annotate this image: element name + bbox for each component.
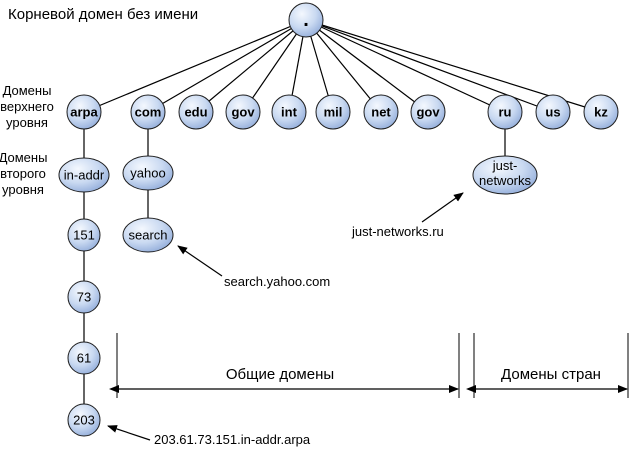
node-search-label: search (128, 228, 167, 243)
annotation-yahoo-text: search.yahoo.com (224, 274, 330, 289)
node-gov-second-label: gov (416, 105, 440, 120)
node-73-label: 73 (77, 290, 91, 305)
node-mil-label: mil (324, 105, 343, 120)
node-gov-second: gov (410, 94, 446, 130)
node-net-label: net (371, 105, 391, 120)
level-label-second-line1: Домены (0, 150, 47, 165)
lower-nodes: in-addr yahoo just- networks search 151 … (58, 155, 538, 437)
top-level-nodes: arpa com edu gov int mil net gov (66, 94, 619, 130)
node-edu: edu (178, 94, 214, 130)
node-203-label: 203 (73, 413, 95, 428)
level-label-top: Домены верхнего уровня (0, 83, 54, 130)
root-caption: Корневой домен без имени (8, 6, 198, 23)
annotation-justnet-arrow (421, 192, 464, 223)
node-in-addr-label: in-addr (64, 168, 105, 183)
node-us-label: us (545, 105, 560, 120)
node-arpa-label: arpa (70, 105, 98, 120)
annotation-justnet-text: just-networks.ru (351, 224, 444, 239)
node-us: us (535, 94, 571, 130)
node-net: net (363, 94, 399, 130)
node-int: int (271, 94, 307, 130)
level-label-second: Домены второго уровня (0, 150, 47, 197)
node-kz: kz (583, 94, 619, 130)
node-ru: ru (487, 94, 523, 130)
node-com: com (130, 94, 166, 130)
node-just-networks-label-line2: networks (479, 173, 532, 188)
root-node: . (288, 2, 324, 38)
node-just-networks: just- networks (472, 155, 538, 195)
level-label-second-line3: уровня (2, 182, 44, 197)
annotation-yahoo: search.yahoo.com (177, 245, 330, 289)
node-yahoo-label: yahoo (130, 166, 165, 181)
node-mil: mil (315, 94, 351, 130)
level-label-second-line2: второго (0, 166, 46, 181)
edge-root-gov1 (242, 19, 307, 113)
edge-root-net (305, 19, 382, 113)
edge-root-com (147, 19, 307, 113)
node-arpa: arpa (66, 94, 102, 130)
node-just-networks-label-line1: just- (492, 158, 518, 173)
node-203: 203 (67, 403, 101, 437)
range-generic: Общие домены (109, 366, 459, 393)
annotation-reverse: 203.61.73.151.in-addr.arpa (107, 425, 311, 447)
level-label-top-line1: Домены (3, 83, 52, 98)
node-edu-label: edu (184, 105, 207, 120)
node-73: 73 (67, 280, 101, 314)
range-country: Домены стран (466, 366, 628, 393)
range-generic-label: Общие домены (226, 366, 334, 383)
range-country-label: Домены стран (501, 366, 601, 383)
edge-root-arpa (83, 19, 307, 113)
annotation-reverse-arrow (107, 425, 151, 441)
node-yahoo: yahoo (122, 155, 174, 191)
edge-root-gov2 (305, 19, 429, 113)
node-kz-label: kz (594, 105, 608, 120)
node-search: search (122, 217, 174, 253)
annotation-reverse-text: 203.61.73.151.in-addr.arpa (154, 432, 311, 447)
edge-root-ru (305, 19, 506, 113)
level-label-top-line3: уровня (6, 115, 48, 130)
edge-root-edu (195, 19, 307, 113)
annotation-yahoo-arrow (177, 245, 223, 277)
root-node-label: . (303, 9, 309, 31)
level-label-top-line2: верхнего (0, 99, 54, 114)
node-151-label: 151 (73, 228, 95, 243)
node-in-addr: in-addr (58, 157, 110, 193)
node-com-label: com (135, 105, 162, 120)
node-61-label: 61 (77, 351, 91, 366)
annotation-justnet: just-networks.ru (351, 192, 464, 239)
node-61: 61 (67, 341, 101, 375)
node-gov: gov (225, 94, 261, 130)
node-151: 151 (67, 218, 101, 252)
node-int-label: int (281, 105, 298, 120)
node-ru-label: ru (499, 105, 512, 120)
node-gov-label: gov (231, 105, 255, 120)
